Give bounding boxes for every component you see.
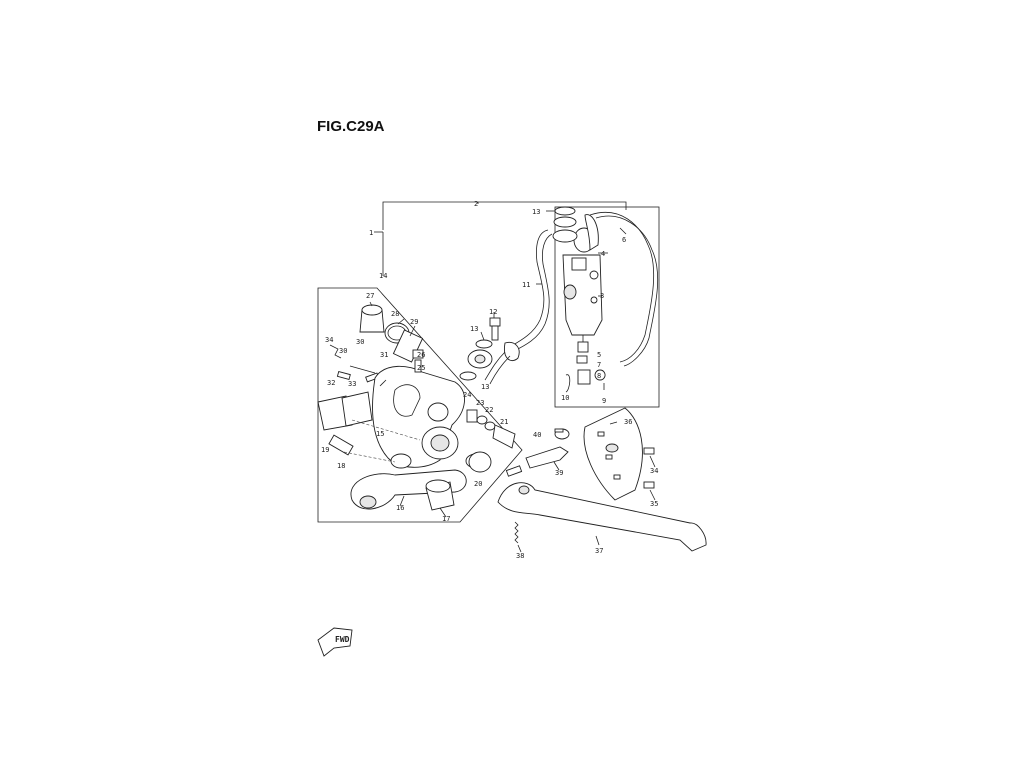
callout-label: 4	[601, 250, 605, 258]
pins-bleeders	[412, 349, 516, 473]
callout-label: 30	[339, 347, 347, 355]
callout-label: 35	[650, 500, 658, 508]
callout-label: 21	[500, 418, 508, 426]
callout-label: 39	[555, 469, 563, 477]
callout-label: 24	[463, 391, 471, 399]
callout-label: 38	[516, 552, 524, 560]
callout-label: 23	[476, 399, 484, 407]
callout-label: 27	[366, 292, 374, 300]
group-brackets	[317, 201, 660, 523]
callout-label: 13	[470, 325, 478, 333]
callout-label: 34	[650, 467, 658, 475]
callout-label: 10	[561, 394, 569, 402]
callout-label: 25	[417, 364, 425, 372]
callout-label: 32	[327, 379, 335, 387]
callout-label: 40	[533, 431, 541, 439]
callout-label: 26	[417, 351, 425, 359]
callout-label: 17	[442, 515, 450, 523]
callout-label: 15	[376, 430, 384, 438]
callout-label: 11	[522, 281, 530, 289]
callout-label: 36	[624, 418, 632, 426]
callout-leaders	[369, 210, 656, 553]
callout-label: 37	[595, 547, 603, 555]
callout-label: 7	[597, 361, 601, 369]
callout-label: 13	[532, 208, 540, 216]
callout-label: 16	[396, 504, 404, 512]
callout-label: 22	[485, 406, 493, 414]
banjo-bolt-set	[459, 317, 501, 381]
callout-label: 33	[348, 380, 356, 388]
figure-title: FIG.C29A	[317, 118, 385, 135]
callout-label: 19	[321, 446, 329, 454]
callout-label: 9	[602, 397, 606, 405]
reservoir-hose	[584, 211, 658, 367]
callout-label: 30	[356, 338, 364, 346]
callout-label: 20	[474, 480, 482, 488]
callout-label: 2	[474, 200, 478, 208]
callout-label: 3	[600, 292, 604, 300]
callout-label: 29	[410, 318, 418, 326]
fwd-label: FWD	[335, 635, 350, 644]
callout-label: 34	[325, 336, 333, 344]
callout-label: 14	[379, 272, 387, 280]
callout-label: 18	[337, 462, 345, 470]
callout-labels: 1 2 3 4 5 6 6 7 8 9 10 11 12 13 13 13 14…	[321, 200, 658, 560]
brake-pipe	[484, 229, 553, 385]
brake-pedal	[497, 407, 707, 552]
callout-label: 13	[481, 383, 489, 391]
callout-label: 5	[597, 351, 601, 359]
callout-label: 6	[622, 236, 626, 244]
master-cylinder	[552, 206, 606, 393]
callout-label: 8	[597, 372, 601, 380]
callout-label: 31	[380, 351, 388, 359]
callout-label: 28	[391, 310, 399, 318]
callout-label: 12	[489, 308, 497, 316]
callout-label: 1	[369, 229, 373, 237]
caliper-seals-pads	[317, 304, 424, 431]
forward-direction-arrow: FWD	[317, 627, 353, 657]
